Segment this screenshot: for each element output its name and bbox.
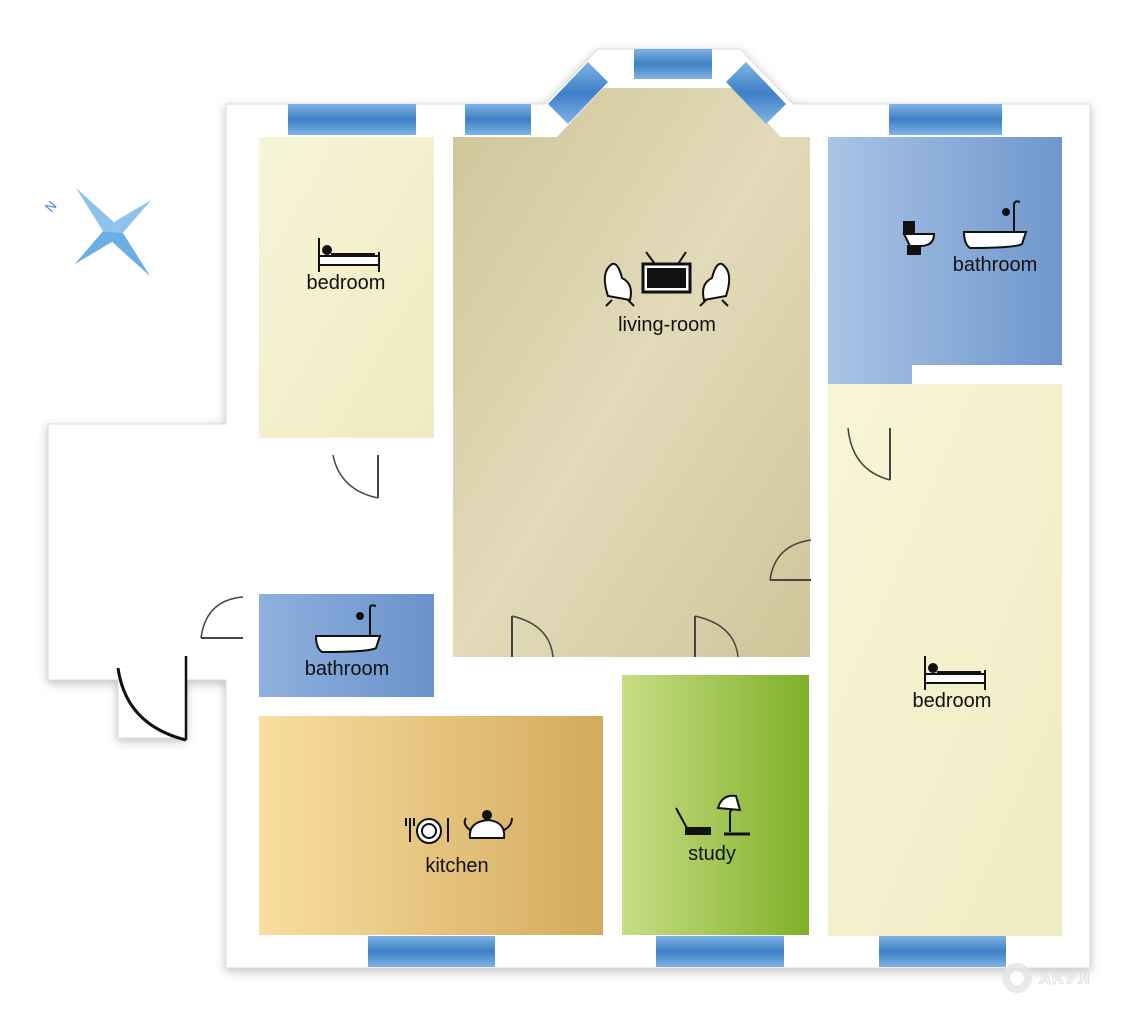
toilet-bathtub-icon <box>902 200 1028 255</box>
room-label-bedroom-2: bedroom <box>913 690 992 712</box>
watermark: АКУЛ <box>1002 963 1091 993</box>
tv-armchairs-icon <box>603 251 731 307</box>
window <box>634 49 712 79</box>
room-label-bedroom-1: bedroom <box>307 272 386 294</box>
window <box>656 936 784 967</box>
dishes-teapot-icon <box>405 810 513 844</box>
window <box>465 104 531 135</box>
window <box>288 104 416 135</box>
room-bedroom-2 <box>828 384 1062 936</box>
window <box>726 62 786 124</box>
door <box>694 615 739 658</box>
bed-icon <box>318 238 380 272</box>
door <box>332 454 379 499</box>
window <box>548 62 608 124</box>
bathtub-icon <box>314 604 382 654</box>
watermark-text: АКУЛ <box>1039 970 1091 988</box>
room-label-bathroom-1: bathroom <box>953 254 1038 276</box>
compass-icon <box>74 187 152 277</box>
door <box>847 427 891 481</box>
corridor-floor <box>80 458 445 648</box>
laptop-lamp-icon <box>675 794 750 836</box>
window <box>889 104 1002 135</box>
doors <box>116 427 891 742</box>
door <box>511 615 554 658</box>
room-study <box>622 675 809 935</box>
room-bedroom-1 <box>259 137 434 438</box>
door <box>769 539 812 581</box>
entrance-door <box>116 656 188 742</box>
bed-icon <box>924 656 986 690</box>
compass-north-label: N <box>43 199 61 216</box>
room-living-room <box>453 88 810 657</box>
windows <box>288 49 1006 967</box>
window <box>368 936 495 967</box>
room-label-living-room: living-room <box>618 314 716 336</box>
room-label-bathroom-2: bathroom <box>305 658 390 680</box>
room-label-kitchen: kitchen <box>425 855 488 877</box>
door <box>200 596 244 639</box>
room-label-study: study <box>688 843 736 865</box>
window <box>879 936 1006 967</box>
